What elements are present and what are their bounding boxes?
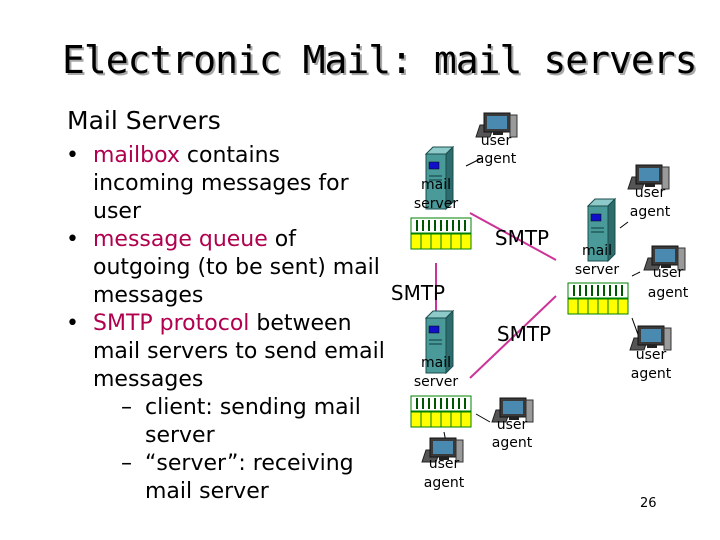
bullet-keyword-mailbox: mailbox	[93, 143, 180, 168]
user-agent-label-line1: user	[429, 456, 460, 472]
user-agent-label-line2: agent	[424, 475, 465, 491]
access-link	[619, 221, 629, 229]
slide-title: Electronic Mail: mail servers	[62, 38, 697, 82]
message-queue-icon	[410, 217, 472, 250]
sub-bullet-list: client: sending mail server “server”: re…	[93, 394, 386, 506]
smtp-label: SMTP	[497, 322, 551, 346]
mail-server-label-line1: mail	[582, 243, 612, 259]
user-agent-label-line2: agent	[492, 435, 533, 451]
bullet-text-smtp-protocol: between mail servers to send email messa…	[93, 311, 385, 392]
bullet-message-queue: message queue of outgoing (to be sent) m…	[66, 226, 386, 310]
mail-server-label-line2: server	[414, 196, 459, 212]
mail-server-label-line1: mail	[421, 177, 451, 193]
bullet-keyword-message-queue: message queue	[93, 227, 268, 252]
mail-server-label-line2: server	[575, 262, 620, 278]
bullet-smtp-protocol: SMTP protocol between mail servers to se…	[66, 310, 386, 506]
section-heading: Mail Servers	[67, 106, 221, 135]
user-agent-label-line2: agent	[631, 366, 672, 382]
user-agent-label-line2: agent	[476, 151, 517, 167]
user-agent-label-line2: agent	[630, 204, 671, 220]
message-queue-icon	[410, 395, 472, 428]
access-link	[475, 413, 491, 423]
user-agent-label-line1: user	[636, 347, 667, 363]
mail-server-label-line2: server	[414, 374, 459, 390]
mail-server-label-line1: mail	[421, 355, 451, 371]
user-agent-label-line1: user	[635, 185, 666, 201]
user-agent-label-line1: user	[653, 265, 684, 281]
page-number: 26	[640, 496, 657, 511]
access-link	[465, 157, 483, 167]
bullet-mailbox: mailbox contains incoming messages for u…	[66, 142, 386, 226]
smtp-label: SMTP	[391, 281, 445, 305]
message-queue-icon	[567, 282, 629, 315]
smtp-label: SMTP	[495, 226, 549, 250]
access-link	[631, 271, 641, 277]
bullet-keyword-smtp-protocol: SMTP protocol	[93, 311, 250, 336]
bullet-text-mailbox: contains incoming messages for user	[93, 143, 349, 224]
user-agent-label-line1: user	[497, 417, 528, 433]
user-agent-label-line2: agent	[648, 285, 689, 301]
bullet-text-message-queue: of outgoing (to be sent) mail messages	[93, 227, 380, 308]
smtp-link-top-right	[469, 212, 557, 261]
sub-bullet-client: client: sending mail server	[93, 394, 386, 450]
bullet-list: mailbox contains incoming messages for u…	[66, 142, 386, 506]
sub-bullet-server: “server”: receiving mail server	[93, 450, 386, 506]
user-agent-label-line1: user	[481, 133, 512, 149]
smtp-link-bottom-right	[469, 295, 557, 379]
